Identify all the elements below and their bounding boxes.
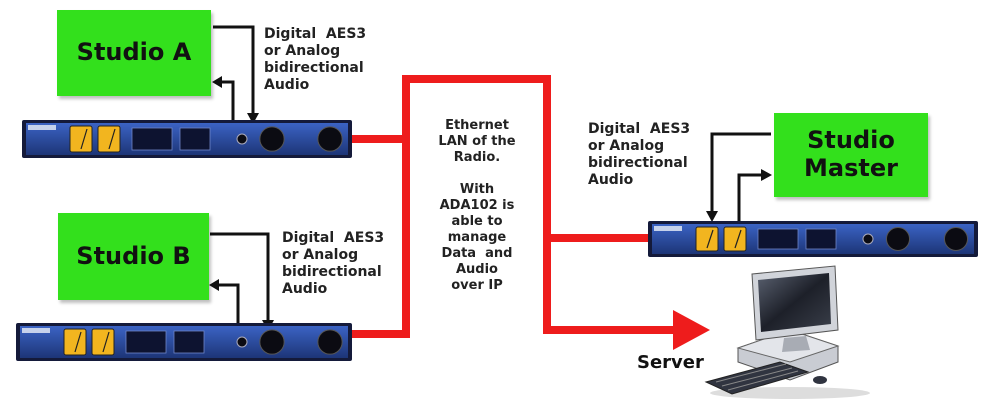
server-label: Server xyxy=(637,352,704,373)
vu-meter-needle xyxy=(80,128,88,150)
server-arrow-head xyxy=(673,310,710,350)
volume-knob-2 xyxy=(943,226,969,252)
studio-a-box: Studio A xyxy=(57,10,211,96)
headphone-jack xyxy=(236,133,248,145)
indicator-block-1 xyxy=(757,228,799,250)
audio-codec-device-b xyxy=(16,323,352,361)
lan-line-studio-a xyxy=(352,75,680,334)
audio-arrows-studio-b xyxy=(209,232,274,331)
volume-knob-2 xyxy=(317,329,343,355)
studio-b-label: Studio B xyxy=(76,241,191,270)
audio-arrows-studio-a xyxy=(212,25,259,124)
ethernet-lan-lines xyxy=(352,75,680,338)
studio-master-label: Studio Master xyxy=(804,126,898,182)
connection-label-studio-b: Digital AES3 or Analog bidirectional Aud… xyxy=(282,230,385,297)
vu-meter-needle xyxy=(108,128,116,150)
volume-knob-1 xyxy=(885,226,911,252)
studio-a-label: Studio A xyxy=(76,38,192,67)
indicator-block-1 xyxy=(125,330,167,354)
volume-knob-2 xyxy=(317,126,343,152)
vu-meter-needle xyxy=(706,229,714,249)
volume-knob-1 xyxy=(259,329,285,355)
desktop-computer-icon xyxy=(704,265,870,399)
audio-arrows-studio-master xyxy=(706,132,772,222)
vu-meter-needle xyxy=(734,229,742,249)
indicator-block-2 xyxy=(173,330,205,354)
device-logo-mark xyxy=(654,226,682,231)
device-logo-mark xyxy=(28,125,56,130)
headphone-jack xyxy=(236,336,248,348)
audio-codec-device-master xyxy=(648,221,978,257)
audio-codec-device-a xyxy=(22,120,352,158)
indicator-block-2 xyxy=(179,127,211,151)
vu-meter-needle xyxy=(102,331,110,353)
studio-master-box: Studio Master xyxy=(774,113,928,197)
vu-meter-needle xyxy=(74,331,82,353)
volume-knob-1 xyxy=(259,126,285,152)
connection-label-studio-master: Digital AES3 or Analog bidirectional Aud… xyxy=(588,121,691,188)
studio-b-box: Studio B xyxy=(58,213,209,300)
indicator-block-2 xyxy=(805,228,837,250)
device-logo-mark xyxy=(22,328,50,333)
connection-label-studio-a: Digital AES3 or Analog bidirectional Aud… xyxy=(264,26,367,93)
headphone-jack xyxy=(862,233,874,245)
lan-line-studio-b xyxy=(352,139,410,338)
indicator-block-1 xyxy=(131,127,173,151)
network-description: Ethernet LAN of the Radio. With ADA102 i… xyxy=(438,118,516,293)
